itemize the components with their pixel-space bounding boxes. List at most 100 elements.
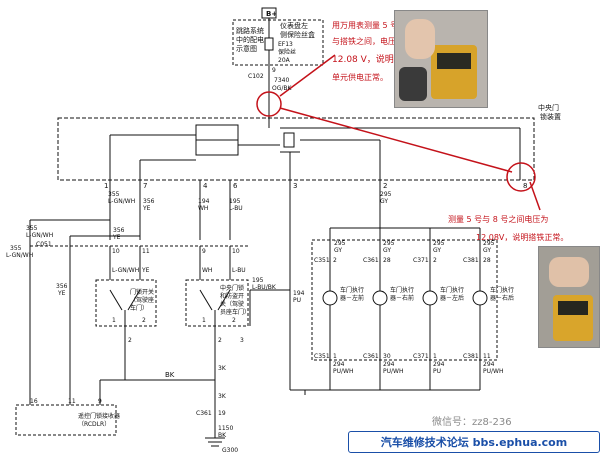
- svg-text:1: 1: [112, 317, 116, 324]
- actuators-block: [311, 239, 498, 361]
- svg-text:3: 3: [293, 182, 297, 190]
- svg-text:GY: GY: [334, 247, 342, 254]
- svg-text:关（驾驶: 关（驾驶: [220, 300, 244, 308]
- svg-text:WH: WH: [198, 205, 208, 212]
- svg-text:1: 1: [433, 353, 437, 360]
- svg-text:3: 3: [240, 337, 244, 344]
- motor-icon: [472, 290, 488, 306]
- svg-text:GY: GY: [433, 247, 441, 254]
- svg-text:2: 2: [383, 182, 387, 190]
- actuator-right-rear: 295 GY C381 28 车门执行 器－右后 C381 11 294 PU/…: [463, 240, 514, 375]
- svg-text:车门）: 车门）: [130, 304, 148, 312]
- svg-text:BK: BK: [218, 432, 227, 439]
- svg-text:7: 7: [143, 182, 147, 190]
- fuse-symbol: [264, 37, 274, 51]
- svg-text:11: 11: [483, 353, 491, 360]
- svg-text:28: 28: [483, 257, 491, 264]
- svg-text:194: 194: [293, 290, 305, 297]
- switch-right-label: 中央门锁: [220, 284, 244, 292]
- svg-text:1150: 1150: [218, 425, 233, 432]
- photo-multimeter-top: [394, 10, 488, 108]
- svg-text:1: 1: [202, 317, 206, 324]
- svg-text:355: 355: [108, 191, 120, 198]
- motor-icon: [422, 290, 438, 306]
- annotation-right: 测量 5 号与 8 号之间电压为 12.08V，说明搭铁正常。: [448, 214, 568, 242]
- svg-text:294: 294: [483, 361, 495, 368]
- svg-text:YE: YE: [112, 234, 121, 241]
- svg-text:19: 19: [218, 410, 226, 417]
- svg-text:L-BU: L-BU: [229, 205, 243, 212]
- svg-text:L-GN/WH: L-GN/WH: [26, 232, 53, 239]
- svg-text:C361: C361: [363, 257, 379, 264]
- svg-text:9: 9: [272, 67, 276, 74]
- svg-text:11: 11: [142, 248, 150, 255]
- svg-text:2: 2: [333, 257, 337, 264]
- svg-text:356: 356: [56, 283, 68, 290]
- svg-text:单元供电正常。: 单元供电正常。: [332, 72, 388, 82]
- c051-label: C051: [36, 241, 52, 248]
- svg-text:PU/WH: PU/WH: [383, 368, 403, 375]
- svg-text:12.08 V，说明控制: 12.08 V，说明控制: [332, 53, 412, 65]
- svg-text:与搭铁之间，电压为: 与搭铁之间，电压为: [332, 36, 404, 46]
- svg-text:295: 295: [334, 240, 346, 247]
- svg-text:2: 2: [128, 337, 132, 344]
- module-name: 中央门: [538, 103, 559, 112]
- svg-text:3K: 3K: [218, 393, 227, 400]
- svg-text:10: 10: [112, 248, 120, 255]
- svg-text:L-GN/WH: L-GN/WH: [112, 267, 139, 274]
- svg-text:C381: C381: [463, 257, 479, 264]
- svg-text:7340: 7340: [274, 77, 289, 84]
- fuse-box: [232, 19, 324, 66]
- svg-text:30: 30: [383, 353, 391, 360]
- svg-text:295: 295: [383, 240, 395, 247]
- svg-text:C371: C371: [413, 353, 429, 360]
- svg-text:194: 194: [198, 198, 210, 205]
- svg-text:9: 9: [98, 398, 102, 405]
- svg-text:C361: C361: [363, 353, 379, 360]
- svg-text:（驾驶座: （驾驶座: [130, 296, 154, 304]
- ground-id: G300: [222, 447, 238, 454]
- forum-label: 汽车维修技术论坛 bbs.ephua.com: [380, 436, 568, 449]
- svg-text:GY: GY: [483, 247, 491, 254]
- svg-text:12.08V，说明搭铁正常。: 12.08V，说明搭铁正常。: [476, 232, 568, 242]
- svg-text:车门执行: 车门执行: [490, 286, 514, 294]
- receiver-label: 遥控门锁接收器: [78, 412, 120, 420]
- svg-text:9: 9: [202, 248, 206, 255]
- svg-text:4: 4: [203, 182, 208, 190]
- battery-label: B+: [266, 10, 277, 18]
- svg-text:355: 355: [26, 225, 38, 232]
- svg-text:295: 295: [483, 240, 495, 247]
- svg-text:356: 356: [143, 198, 155, 205]
- svg-text:C351: C351: [314, 353, 330, 360]
- svg-text:GY: GY: [383, 247, 391, 254]
- svg-text:1: 1: [333, 353, 337, 360]
- svg-text:GY: GY: [380, 198, 388, 205]
- svg-text:2: 2: [433, 257, 437, 264]
- svg-text:294: 294: [433, 361, 445, 368]
- svg-text:3K: 3K: [218, 365, 227, 372]
- svg-text:示意图: 示意图: [236, 44, 257, 53]
- svg-text:YE: YE: [57, 290, 66, 297]
- svg-text:295: 295: [433, 240, 445, 247]
- svg-text:器－右后: 器－右后: [490, 294, 514, 302]
- forum-banner: 汽车维修技术论坛 bbs.ephua.com: [348, 431, 600, 453]
- svg-text:WH: WH: [202, 267, 212, 274]
- svg-text:员座车门）: 员座车门）: [220, 308, 250, 316]
- svg-text:L-BU: L-BU: [232, 267, 246, 274]
- svg-text:2: 2: [142, 317, 146, 324]
- svg-text:L-GN/WH: L-GN/WH: [108, 198, 135, 205]
- svg-text:11: 11: [68, 398, 76, 405]
- motor-icon: [372, 290, 388, 306]
- svg-text:195: 195: [229, 198, 241, 205]
- svg-text:用万用表测量 5 号针脚: 用万用表测量 5 号针脚: [332, 20, 414, 30]
- actuator-left-front: 295 GY C351 2 车门执行 器－左前 C351 1 294 PU/WH: [314, 240, 364, 375]
- wechat-watermark: 微信号：zz8-236: [432, 415, 512, 428]
- switch-box-right: [185, 279, 249, 327]
- svg-text:10: 10: [232, 248, 240, 255]
- svg-text:355: 355: [10, 245, 22, 252]
- svg-text:PU/WH: PU/WH: [483, 368, 503, 375]
- receiver-box: [15, 404, 117, 436]
- svg-text:侧保险丝盒: 侧保险丝盒: [280, 30, 315, 39]
- svg-text:C351: C351: [314, 257, 330, 264]
